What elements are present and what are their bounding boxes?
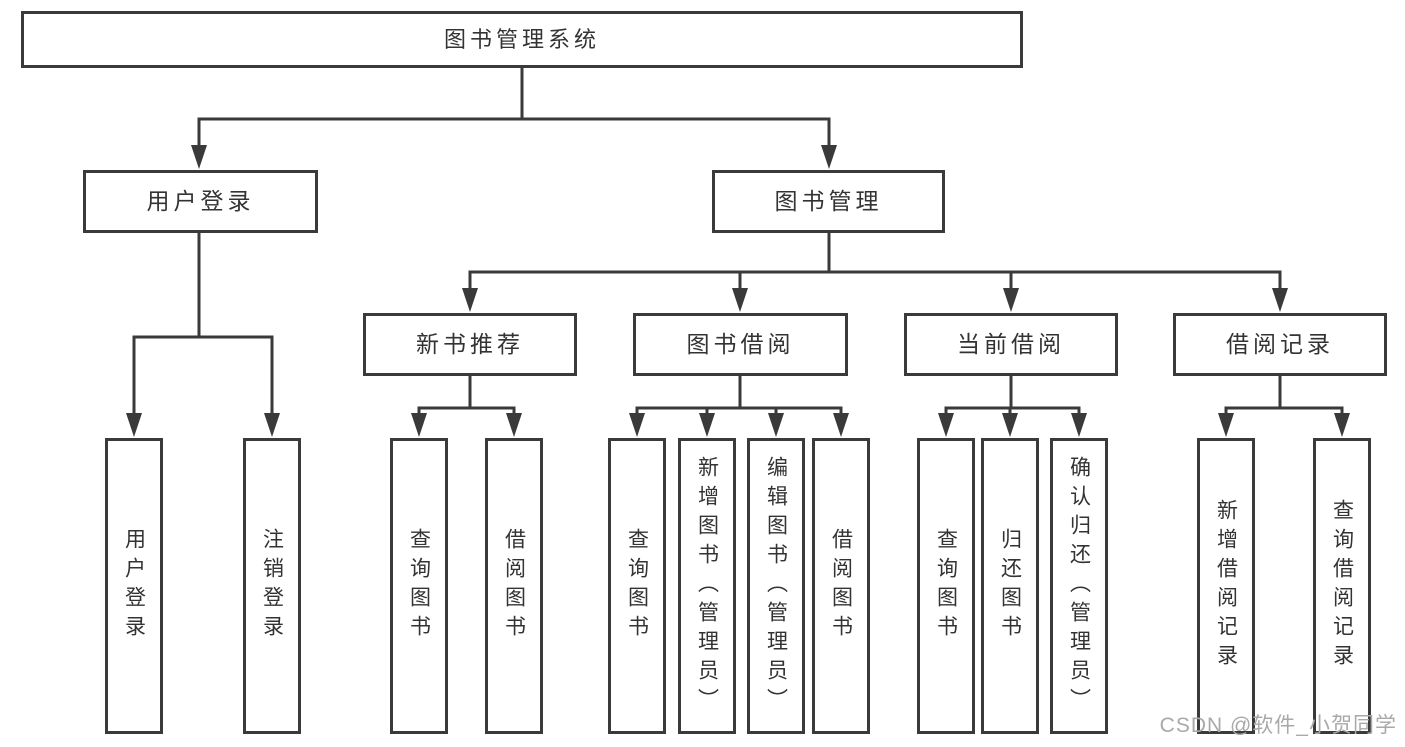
connector-new-book-recommend-branch xyxy=(411,374,522,437)
leaf-br-query-borrow-record: 查询借阅记录 xyxy=(1313,438,1371,734)
leaf-bb-edit-book-admin: 编辑图书（管理员） xyxy=(747,438,805,734)
connector-current-borrow-branch xyxy=(938,374,1087,437)
arrowhead-icon xyxy=(629,413,645,437)
arrowhead-icon xyxy=(833,413,849,437)
leaf-nbr-query-book: 查询图书 xyxy=(390,438,448,734)
arrowhead-icon xyxy=(264,413,280,437)
leaf-logout-login-label: 注销登录 xyxy=(260,528,284,644)
watermark: CSDN @软件_小贺同学 xyxy=(1159,714,1397,737)
arrowhead-icon xyxy=(1071,413,1087,437)
connector-user-login-branch xyxy=(126,231,280,437)
arrowhead-icon xyxy=(768,413,784,437)
node-user-login: 用户登录 xyxy=(83,170,318,233)
connector-borrow-records-branch xyxy=(1218,374,1350,437)
leaf-cb-return-book: 归还图书 xyxy=(981,438,1039,734)
arrowhead-icon xyxy=(462,288,478,312)
leaf-nbr-borrow-book: 借阅图书 xyxy=(485,438,543,734)
leaf-cb-query-book-label: 查询图书 xyxy=(934,528,958,644)
arrowhead-icon xyxy=(732,288,748,312)
node-new-book-recommend: 新书推荐 xyxy=(363,313,577,376)
arrowhead-icon xyxy=(1334,413,1350,437)
leaf-br-add-borrow-record: 新增借阅记录 xyxy=(1197,438,1255,734)
arrowhead-icon xyxy=(1272,288,1288,312)
arrowhead-icon xyxy=(411,413,427,437)
leaf-nbr-borrow-book-label: 借阅图书 xyxy=(502,528,526,644)
arrowhead-icon xyxy=(699,413,715,437)
leaf-cb-return-book-label: 归还图书 xyxy=(998,528,1022,644)
arrowhead-icon xyxy=(1218,413,1234,437)
arrowhead-icon xyxy=(1002,413,1018,437)
leaf-cb-confirm-return-admin: 确认归还（管理员） xyxy=(1050,438,1108,734)
arrowhead-icon xyxy=(506,413,522,437)
arrowhead-icon xyxy=(938,413,954,437)
leaf-user-login: 用户登录 xyxy=(105,438,163,734)
root-node-library-management-system: 图书管理系统 xyxy=(21,11,1023,68)
node-book-borrow: 图书借阅 xyxy=(633,313,848,376)
node-book-management: 图书管理 xyxy=(712,170,945,233)
node-borrow-records: 借阅记录 xyxy=(1173,313,1387,376)
leaf-logout-login: 注销登录 xyxy=(243,438,301,734)
leaf-bb-add-book-admin: 新增图书（管理员） xyxy=(678,438,736,734)
arrowhead-icon xyxy=(191,145,207,169)
arrowhead-icon xyxy=(126,413,142,437)
leaf-bb-add-book-admin-label: 新增图书（管理员） xyxy=(695,455,719,717)
leaf-nbr-query-book-label: 查询图书 xyxy=(407,528,431,644)
leaf-bb-query-book-label: 查询图书 xyxy=(625,528,649,644)
arrowhead-icon xyxy=(821,145,837,169)
connector-root-to-level2 xyxy=(191,66,837,169)
leaf-bb-borrow-book-label: 借阅图书 xyxy=(829,528,853,644)
leaf-user-login-label: 用户登录 xyxy=(122,528,146,644)
leaf-bb-edit-book-admin-label: 编辑图书（管理员） xyxy=(764,455,788,717)
arrowhead-icon xyxy=(1003,288,1019,312)
connector-book-management-branch xyxy=(462,231,1288,312)
node-current-borrow: 当前借阅 xyxy=(904,313,1118,376)
connector-book-borrow-branch xyxy=(629,374,849,437)
leaf-br-add-borrow-record-label: 新增借阅记录 xyxy=(1214,499,1238,673)
leaf-bb-borrow-book: 借阅图书 xyxy=(812,438,870,734)
leaf-bb-query-book: 查询图书 xyxy=(608,438,666,734)
leaf-br-query-borrow-record-label: 查询借阅记录 xyxy=(1330,499,1354,673)
leaf-cb-query-book: 查询图书 xyxy=(917,438,975,734)
leaf-cb-confirm-return-admin-label: 确认归还（管理员） xyxy=(1067,455,1091,717)
